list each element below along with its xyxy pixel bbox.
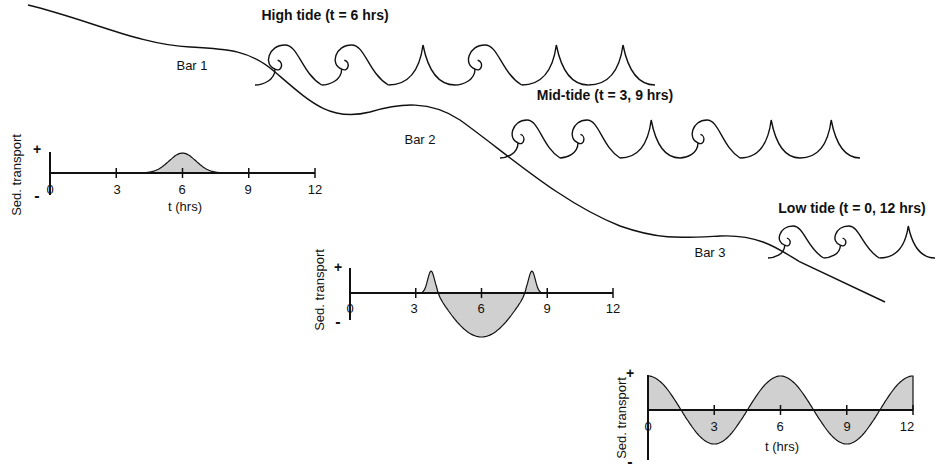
tick: [714, 405, 716, 415]
wave: [768, 226, 824, 258]
tick: [547, 288, 549, 298]
waves: [255, 45, 935, 258]
bar-label: Bar 3: [694, 246, 725, 260]
tick-label: 3: [113, 183, 120, 197]
axis-sign: -: [335, 313, 340, 331]
axis-title: Sed. transport: [313, 249, 327, 331]
wave: [500, 120, 560, 158]
tick-label: 0: [644, 420, 651, 434]
axis-title: t (hrs): [168, 200, 202, 214]
tick-label: 12: [900, 420, 914, 434]
transport-curve: [350, 271, 613, 337]
wave: [522, 45, 589, 85]
transport-axis: [647, 375, 649, 460]
tick-label: 0: [346, 302, 353, 316]
axis-title: Sed. transport: [615, 377, 629, 459]
tick: [481, 288, 483, 298]
wave: [255, 45, 322, 85]
transport-curve: [648, 376, 913, 444]
tick: [116, 168, 118, 178]
axis-sign: -: [627, 453, 632, 470]
tick: [780, 405, 782, 415]
tide-label: High tide (t = 6 hrs): [261, 8, 388, 23]
wave: [824, 226, 880, 258]
beach-profile: [28, 5, 885, 302]
tick-label: 3: [410, 302, 417, 316]
wave: [620, 120, 680, 158]
wave: [322, 45, 389, 85]
axis-sign: -: [34, 187, 39, 205]
wave: [455, 45, 522, 85]
tick: [248, 168, 250, 178]
axis-title: Sed. transport: [10, 134, 24, 216]
tick-label: 6: [477, 302, 484, 316]
tick: [912, 405, 914, 415]
tide-label: Mid-tide (t = 3, 9 hrs): [537, 88, 674, 103]
wave: [388, 45, 455, 85]
axis-title: t (hrs): [765, 440, 799, 454]
tick-label: 9: [244, 183, 251, 197]
wave: [588, 45, 655, 85]
wave: [560, 120, 620, 158]
axis-sign: +: [33, 142, 41, 157]
bar-label: Bar 2: [404, 133, 435, 147]
tick: [314, 168, 316, 178]
tick-label: 9: [543, 302, 550, 316]
tick-label: 6: [776, 420, 783, 434]
wave: [680, 120, 740, 158]
tick-label: 9: [843, 420, 850, 434]
tick-label: 0: [46, 183, 53, 197]
tick-label: 12: [606, 302, 620, 316]
bar-label: Bar 1: [176, 59, 207, 73]
wave: [740, 120, 800, 158]
charts: [50, 152, 913, 460]
tick-label: 3: [710, 420, 717, 434]
tick: [612, 288, 614, 298]
tick-label: 6: [178, 183, 185, 197]
tick: [415, 288, 417, 298]
axis-sign: +: [334, 260, 342, 275]
tick: [846, 405, 848, 415]
wave: [879, 226, 935, 258]
axis-sign: +: [626, 366, 634, 381]
tick-label: 12: [308, 183, 322, 197]
tide-label: Low tide (t = 0, 12 hrs): [778, 201, 925, 216]
tick: [182, 168, 184, 178]
wave: [800, 120, 860, 158]
